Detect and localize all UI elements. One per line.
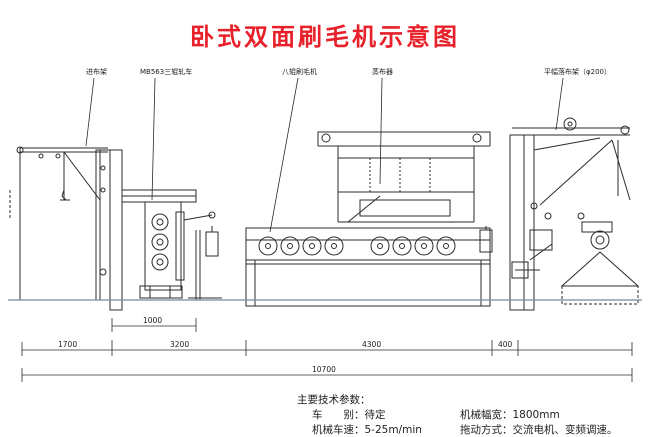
- brush-roller: [324, 236, 344, 256]
- spec-heading: 主要技术参数：: [297, 394, 371, 406]
- dimension-400: 400: [498, 340, 513, 349]
- brush-roller-hub: [443, 243, 449, 249]
- dimension-1700: 1700: [58, 340, 77, 349]
- spec-width: 机械幅宽：1800mm: [460, 409, 560, 421]
- brush-roller-hub: [265, 243, 271, 249]
- calender-machine: [121, 189, 222, 300]
- dimension-4300: 4300: [362, 340, 381, 349]
- dimension-1000: 1000: [143, 316, 162, 325]
- brush-roller: [414, 236, 434, 256]
- spec-vehicle: 车 别：待定: [312, 409, 386, 421]
- brush-roller-hub: [287, 243, 293, 249]
- brush-roller-hub: [421, 243, 427, 249]
- brush-machine-body: [245, 226, 493, 307]
- brush-roller-hub: [377, 243, 383, 249]
- brush-roller-hub: [399, 243, 405, 249]
- label-leaders: [85, 77, 564, 233]
- brush-roller: [302, 236, 322, 256]
- dimension-lines: [21, 318, 633, 382]
- brush-roller: [280, 236, 300, 256]
- diagram-title: 卧式双面刷毛机示意图: [190, 23, 460, 51]
- spec-speed: 机械车速：5-25m/min: [312, 424, 422, 436]
- label-folder: 平幅落布架（φ200）: [544, 67, 611, 76]
- label-calender: MB563三辊轧车: [140, 67, 192, 76]
- brush-roller: [392, 236, 412, 256]
- spec-drive: 拖动方式：交流电机、变频调速。: [460, 424, 618, 436]
- steamer-hood: [317, 131, 491, 223]
- label-steamer: 蒸布器: [372, 67, 393, 76]
- dimension-3200: 3200: [170, 340, 189, 349]
- plaiting-frame: [509, 117, 640, 311]
- label-cloth-feeder: 进布架: [86, 67, 107, 76]
- label-brush-machine: 八辊刷毛机: [282, 67, 317, 76]
- brush-roller-hub: [309, 243, 315, 249]
- dimension-10700: 10700: [312, 365, 336, 374]
- brush-roller: [370, 236, 390, 256]
- brush-roller: [436, 236, 456, 256]
- cloth-feeder-frame: [9, 146, 123, 311]
- brush-roller-hub: [331, 243, 337, 249]
- brush-roller: [258, 236, 278, 256]
